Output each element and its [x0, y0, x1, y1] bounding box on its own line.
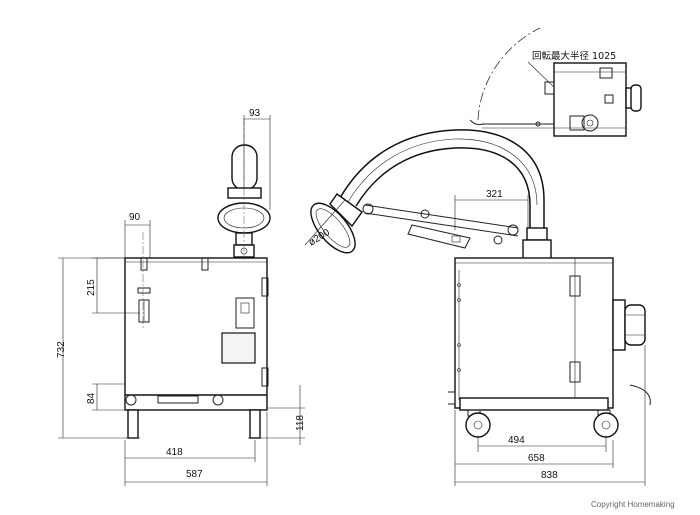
rotation-plan: 回転最大半径 1025 — [469, 27, 642, 137]
dim-658: 658 — [528, 453, 545, 464]
dim-84: 84 — [86, 392, 97, 404]
rotation-arc — [477, 27, 541, 121]
side-caster-front — [465, 409, 491, 438]
rotation-radius-note: 回転最大半径 1025 — [532, 50, 616, 62]
dim-838: 838 — [541, 470, 558, 481]
dim-587: 587 — [186, 469, 203, 480]
dim-321: 321 — [486, 189, 503, 200]
dim-418: 418 — [166, 447, 183, 458]
dim-215: 215 — [86, 279, 97, 296]
side-caster-rear — [593, 409, 619, 438]
dim-732: 732 — [56, 341, 67, 358]
side-hood — [310, 193, 363, 254]
side-cabinet — [454, 257, 614, 409]
side-view — [310, 129, 651, 438]
plan-cabinet — [553, 62, 627, 137]
dim-90: 90 — [129, 212, 141, 223]
dim-118: 118 — [295, 415, 306, 431]
dim-494: 494 — [508, 435, 525, 446]
front-view — [124, 118, 271, 439]
front-dimensions: 93 90 215 732 84 118 418 587 — [56, 108, 306, 486]
dim-93: 93 — [249, 108, 261, 119]
copyright-text: Copyright Homemaking — [591, 500, 675, 509]
